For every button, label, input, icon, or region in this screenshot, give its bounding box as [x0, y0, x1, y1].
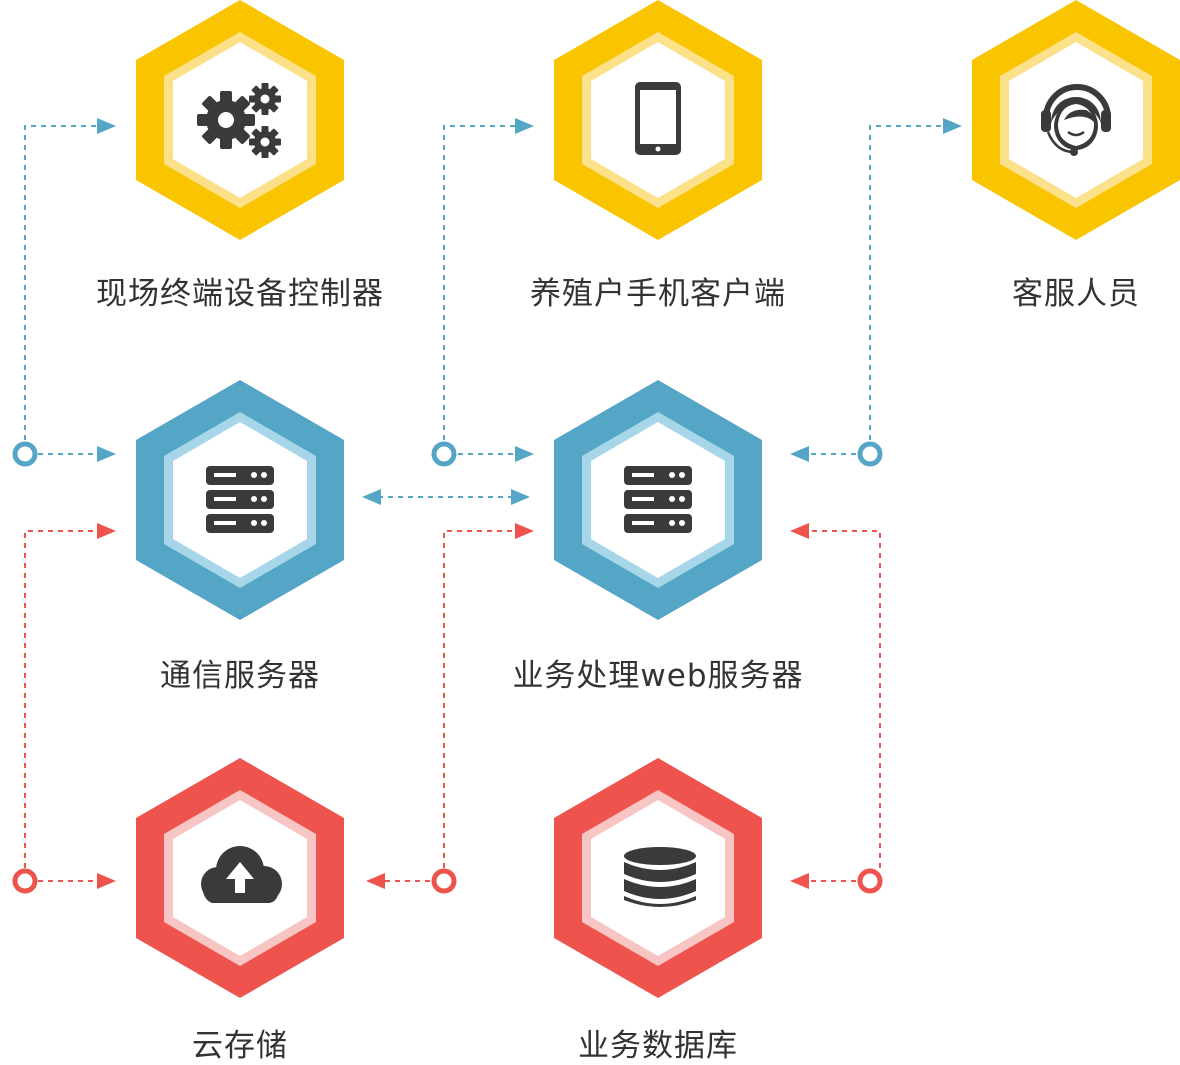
headset-agent-icon [1041, 84, 1111, 156]
arrow-to-mobile [515, 118, 534, 134]
port-comm [12, 441, 38, 467]
arrow-red-to-comm [97, 523, 116, 539]
arrow-red-web-right [790, 523, 809, 539]
connector-comm-to-controller [24, 125, 100, 440]
port-db [857, 868, 883, 894]
port-web [431, 441, 457, 467]
connector-web-to-mobile [443, 125, 518, 440]
label-comm: 通信服务器 [160, 658, 320, 694]
cloud-upload-icon [201, 846, 282, 903]
connector-web-to-service [869, 125, 946, 440]
label-web: 业务处理web服务器 [512, 658, 804, 694]
label-mobile: 养殖户手机客户端 [530, 276, 786, 312]
database-icon [624, 847, 696, 907]
arrow-to-service [943, 118, 962, 134]
connector-cloud-to-web [443, 530, 518, 868]
port-service [857, 441, 883, 467]
smartphone-icon [635, 82, 681, 155]
arrow-comm-left [362, 489, 381, 505]
label-cloud: 云存储 [192, 1028, 288, 1064]
arrow-to-web [515, 446, 534, 462]
label-db: 业务数据库 [578, 1028, 738, 1064]
port-cloud-right [431, 868, 457, 894]
label-service: 客服人员 [1012, 276, 1140, 312]
connector-db-to-web [806, 530, 881, 868]
label-controller: 现场终端设备控制器 [96, 276, 384, 312]
port-cloud-left [12, 868, 38, 894]
server-icon [206, 466, 274, 533]
gears-icon [197, 83, 281, 158]
arrow-web-right [511, 489, 530, 505]
arrow-red-to-web [515, 523, 534, 539]
arrow-red-to-cloud [97, 873, 116, 889]
arrow-to-controller [97, 118, 116, 134]
arrow-red-to-db [790, 873, 809, 889]
arrow-red-cloud-right [366, 873, 385, 889]
arrow-to-comm [97, 446, 116, 462]
server-icon [624, 466, 692, 533]
connector-cloud-to-comm [24, 530, 100, 868]
arrow-to-web-right [790, 446, 809, 462]
